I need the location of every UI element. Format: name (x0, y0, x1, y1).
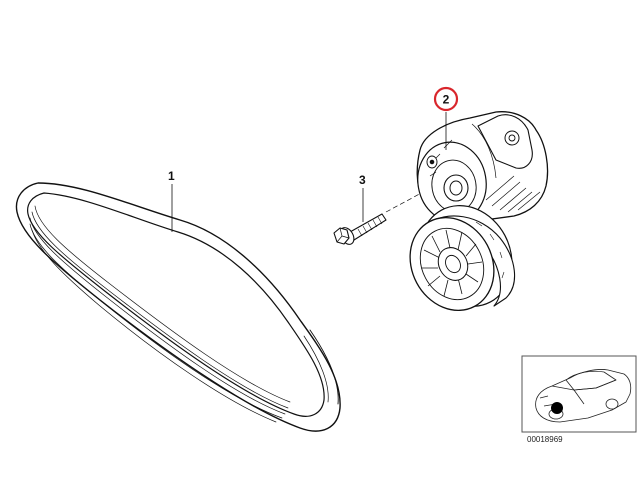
highlight-ring[interactable] (433, 86, 459, 112)
location-marker-icon (551, 402, 563, 414)
callout-3[interactable]: 3 (359, 173, 366, 187)
callout-1[interactable]: 1 (168, 169, 175, 183)
vehicle-locator-thumbnail[interactable] (521, 355, 637, 433)
callout-2[interactable]: 2 (443, 93, 450, 107)
thumbnail-ref-code: 00018969 (527, 435, 563, 444)
tensioner-bolt[interactable] (333, 213, 387, 247)
idler-pulley[interactable] (394, 189, 529, 325)
drive-belt[interactable] (15, 182, 341, 432)
